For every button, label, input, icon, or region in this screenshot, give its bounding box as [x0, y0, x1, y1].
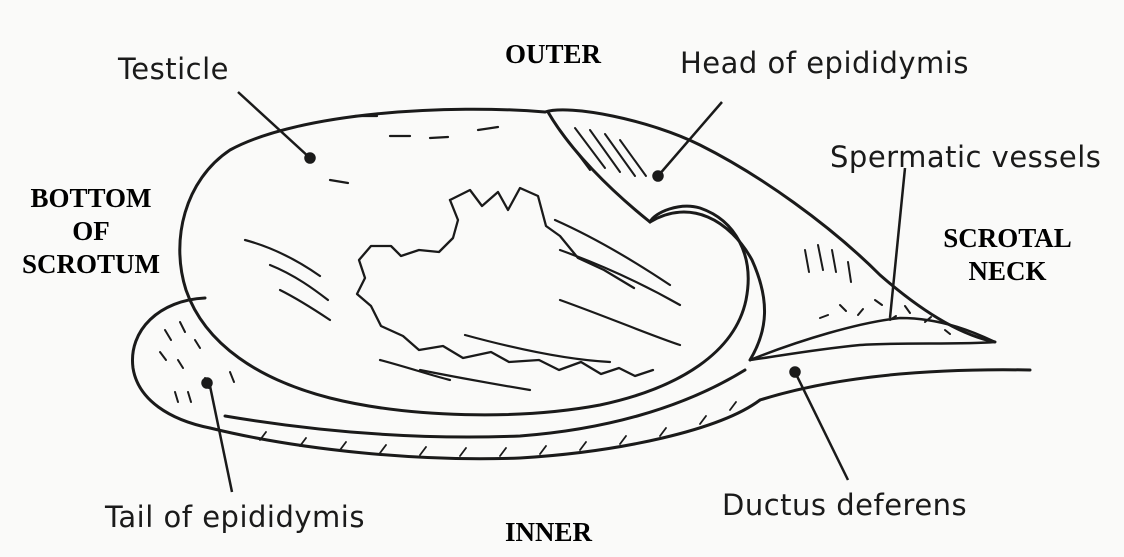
ductus-leader-line [795, 372, 848, 480]
outer-label: OUTER [505, 38, 601, 71]
mediastinum-outline [357, 200, 653, 376]
ductus-dot [791, 368, 800, 377]
bottom-of-scrotum-label: BOTTOM OF SCROTUM [6, 182, 176, 281]
epididymis-body-outline [210, 400, 760, 459]
head-leader-line [658, 102, 722, 176]
bottom-line-2: OF [6, 215, 176, 248]
head-inner-edge [548, 112, 650, 222]
spermatic-vessels-label: Spermatic vessels [830, 140, 1101, 174]
tail-of-epididymis-label: Tail of epididymis [105, 500, 365, 534]
inner-label: INNER [505, 516, 592, 549]
spermatic-vessels-shape [750, 318, 995, 360]
head-dot [654, 172, 663, 181]
neck-line-1: SCROTAL [925, 222, 1090, 255]
tail-dot [203, 379, 212, 388]
testicle-dot [306, 154, 315, 163]
bottom-line-1: BOTTOM [6, 182, 176, 215]
scrotal-neck-label: SCROTAL NECK [925, 222, 1090, 288]
testicle-shape [180, 109, 748, 415]
epididymis-inner-outline [225, 370, 745, 437]
neck-line-2: NECK [925, 255, 1090, 288]
head-of-epididymis-label: Head of epididymis [680, 46, 969, 80]
bottom-line-3: SCROTUM [6, 248, 176, 281]
tail-leader-line [210, 386, 232, 492]
testicle-label: Testicle [118, 52, 229, 86]
ductus-deferens-label: Ductus deferens [722, 488, 967, 522]
